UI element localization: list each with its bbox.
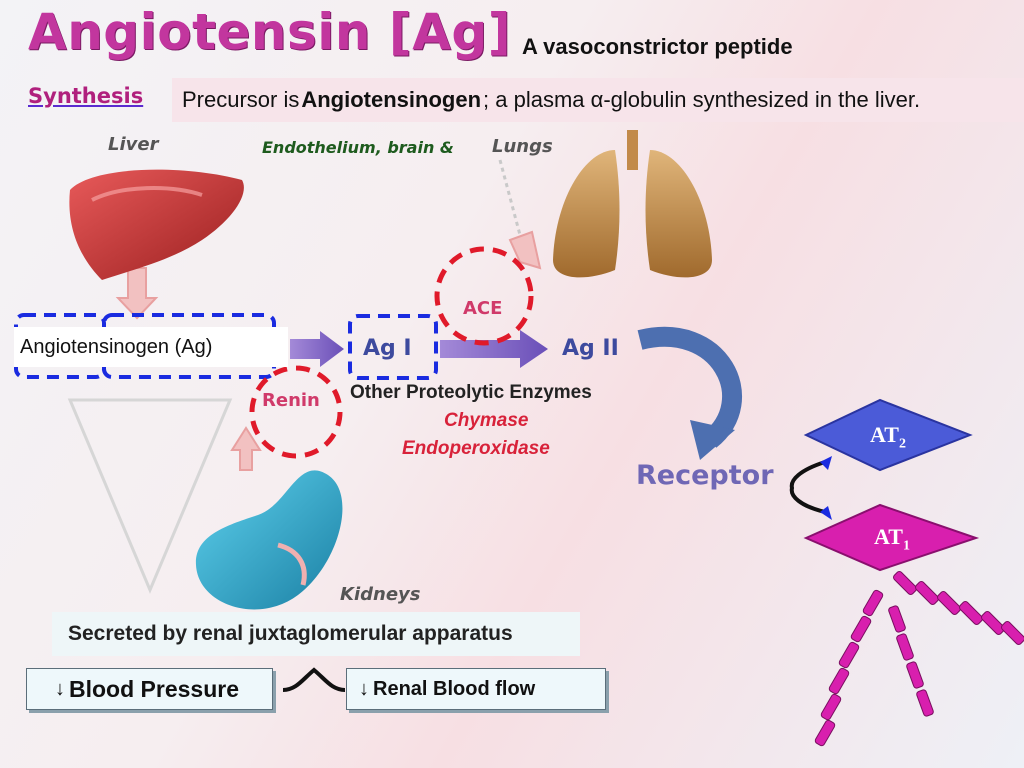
page-title: Angiotensin [Ag]: [28, 3, 512, 61]
precursor-prefix: Precursor is: [182, 87, 300, 112]
blood-pressure-box: ↓ Blood Pressure: [26, 668, 273, 710]
ag2-label: Ag II: [562, 336, 619, 361]
endoperoxidase-label: Endoperoxidase: [402, 438, 550, 459]
angiotensinogen-label: Angiotensinogen (Ag): [20, 335, 213, 358]
arrow-ag1-to-ag2: [440, 330, 548, 368]
secreted-label: Secreted by renal juxtaglomerular appara…: [68, 622, 513, 645]
dashed-circle-ace: [434, 246, 534, 346]
liver-illustration: [69, 169, 244, 280]
at1-sub: 1: [902, 538, 910, 554]
dashed-box-ag1: [348, 314, 438, 380]
arrow-ag2-to-receptor: [637, 326, 743, 448]
at1-shape: [803, 503, 980, 572]
endothelium-label: Endothelium, brain &: [262, 138, 454, 157]
at1-label: AT1: [874, 524, 910, 554]
at2-main: AT: [870, 422, 899, 447]
kidney-illustration: [195, 470, 343, 610]
dashed-circle-renin: [249, 365, 343, 459]
blood-pressure-label: Blood Pressure: [69, 675, 239, 702]
lungs-label: Lungs: [492, 136, 553, 157]
renal-blood-flow-box: ↓ Renal Blood flow: [346, 668, 606, 710]
precursor-statement: Precursor is Angiotensinogen ; a plasma …: [172, 78, 1024, 122]
liver-label: Liver: [108, 134, 159, 155]
kidneys-label: Kidneys: [340, 584, 421, 605]
precursor-keyword: Angiotensinogen: [301, 87, 482, 112]
angiotensinogen-node: Angiotensinogen (Ag): [14, 327, 288, 367]
receptor-brace: [789, 460, 826, 514]
chymase-label: Chymase: [444, 410, 529, 431]
down-arrow-icon: ↓: [55, 677, 65, 700]
down-arrow-icon: ↓: [359, 677, 369, 700]
page-subtitle: A vasoconstrictor peptide: [522, 34, 793, 59]
lungs-illustration: [553, 130, 712, 278]
bp-brace: [282, 667, 346, 692]
at1-main: AT: [874, 524, 903, 549]
arrow-ag-to-ag1: [290, 331, 344, 367]
renin-label: Renin: [262, 390, 320, 411]
ag1-label: Ag I: [363, 336, 412, 361]
other-enzymes-label: Other Proteolytic Enzymes: [350, 382, 592, 403]
at2-sub: 2: [898, 436, 906, 452]
at2-label: AT2: [870, 422, 906, 452]
synthesis-heading: Synthesis: [28, 84, 144, 108]
at2-shape: [803, 398, 973, 472]
receptor-label: Receptor: [636, 460, 774, 491]
precursor-suffix: ; a plasma α-globulin synthesized in the…: [483, 87, 921, 112]
at1-receptor-chains: [814, 571, 1024, 747]
renal-blood-flow-label: Renal Blood flow: [373, 677, 536, 700]
ace-label: ACE: [463, 298, 503, 319]
secreted-statement: Secreted by renal juxtaglomerular appara…: [52, 612, 580, 656]
